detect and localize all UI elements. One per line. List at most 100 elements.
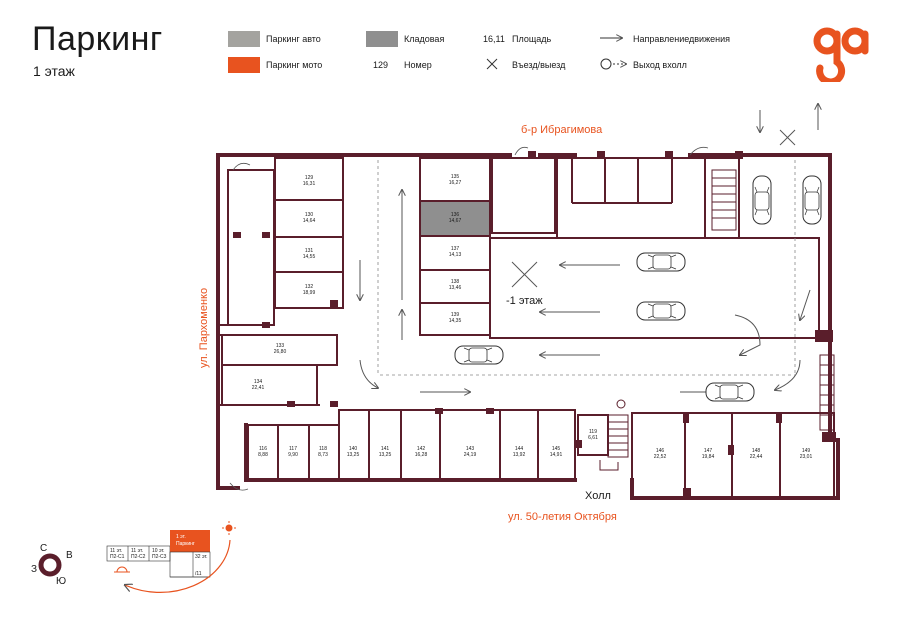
car-icon [454,345,504,365]
legend-moto-label: Паркинг мото [266,60,323,70]
sun-icon [222,521,236,535]
unit-number: 134 [254,379,263,385]
unit-area: 13,25 [379,452,392,458]
unit-number: 116 [259,446,267,452]
unit-area: 13,25 [347,452,360,458]
car-icon [636,252,686,272]
unit-area: 6,61 [588,435,598,441]
brand-logo [813,27,869,82]
legend-number-sample: 129 [373,60,389,70]
unit-area: 24,19 [464,452,477,458]
compass-south: Ю [56,576,66,587]
unit-number: 117 [289,446,297,452]
car-icon [636,301,686,321]
compass-west: З [31,564,37,575]
unit-area: 26,80 [274,349,287,355]
unit-number: 141 [381,446,390,452]
legend-moto-swatch [228,57,260,73]
compass-dial [38,553,62,577]
street-south: ул. 50-летия Октября [508,511,617,523]
unit-number: 132 [305,284,314,290]
legend-area-label: Площадь [512,34,552,44]
floor-label: 1 этаж [33,63,75,79]
unit-number: 145 [552,446,561,452]
unit-area: 23,01 [800,454,813,460]
unit-area: 22,41 [252,385,265,391]
legend-car-swatch [228,31,260,47]
unit-area: 8,88 [258,452,268,458]
unit-number: 146 [656,448,665,454]
hall-exit-icon [600,58,626,70]
unit-number: 130 [305,212,314,218]
legend-hall-exit-label: Выход вхолл [633,60,687,70]
minimap: 11 эт. П2-С1 11 эт. П2-С2 10 эт. П2-С3 1… [106,530,211,578]
unit-area: 16,31 [303,181,316,187]
unit-number: 144 [515,446,524,452]
unit-area: 14,13 [449,252,462,258]
car-icon [752,175,772,225]
unit-number: 143 [466,446,475,452]
unit-number: 138 [451,279,460,285]
unit-number: 129 [305,175,314,181]
unit-area: 16,27 [449,180,462,186]
unit-number: 142 [417,446,426,452]
unit-area: 9,90 [288,452,298,458]
minimap-right-label: 32 эт. [195,554,208,560]
unit-number: 136 [451,212,460,218]
storage-unit-136 [421,202,489,235]
minimap-cell: 10 эт. [152,548,165,554]
unit-area: 14,91 [550,452,563,458]
unit-area: 8,73 [318,452,328,458]
unit-area: 13,92 [513,452,526,458]
minimap-cell: 11 эт. [110,548,122,554]
unit-area: 22,44 [750,454,763,460]
unit-number: 131 [305,248,314,254]
unit-area: 22,52 [654,454,667,460]
unit-area: 16,28 [415,452,428,458]
minimap-cell: П2-С3 [152,554,167,560]
minimap-cell: П2-С2 [131,554,146,560]
minimap-cell: 11 эт. [131,548,143,554]
minimap-bottom-label: /11 [195,571,202,577]
unit-number: 149 [802,448,811,454]
sun-path-arc [125,539,231,593]
lower-floor-label: -1 этаж [506,295,543,307]
car-icon [705,382,755,402]
unit-area: 14,35 [449,318,462,324]
unit-number: 140 [349,446,358,452]
legend-direction-label: Направлениедвижения [633,34,730,44]
unit-number: 135 [451,174,460,180]
unit-number: 119 [589,429,597,435]
compass-east: В [66,550,73,561]
hall-label: Холл [585,490,611,502]
entry-exit-icon [486,58,498,70]
unit-area: 13,46 [449,285,462,291]
legend-entry-label: Въезд/выезд [512,60,566,70]
